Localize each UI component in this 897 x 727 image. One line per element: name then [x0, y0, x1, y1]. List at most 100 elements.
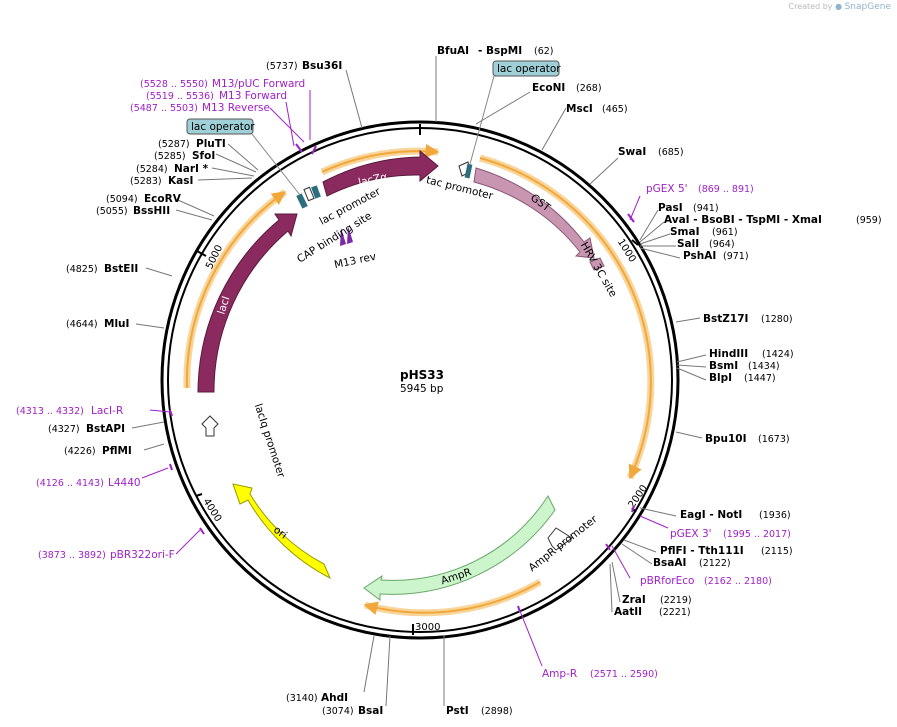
- backbone-outer: [160, 120, 680, 640]
- lac-operator-1-label: lac operator: [497, 63, 561, 75]
- primer-pbr322ori-pos: (3873 .. 3892): [38, 550, 106, 561]
- site-bsmi[interactable]: BsmI: [709, 360, 738, 372]
- site-ecorv[interactable]: EcoRV: [144, 193, 182, 205]
- credit-prefix: Created by: [788, 2, 833, 11]
- lac-operator-2-box[interactable]: [186, 118, 254, 135]
- site-bstz17i-pos: (1280): [761, 314, 793, 325]
- site-pasi-pos: (941): [693, 203, 719, 214]
- primer-ampr[interactable]: Amp-R: [542, 668, 577, 680]
- lac-operator-1-mark[interactable]: [464, 163, 473, 179]
- site-msci-pos: (465): [602, 104, 628, 115]
- plasmid-size: 5945 bp: [400, 383, 444, 395]
- site-smai[interactable]: SmaI: [670, 226, 700, 238]
- ampr-feature[interactable]: [363, 494, 556, 601]
- lacza-feature[interactable]: [322, 149, 439, 197]
- site-sfoi-pos: (5285): [154, 151, 186, 162]
- site-zrai[interactable]: ZraI: [622, 594, 646, 606]
- lac-promoter-mark[interactable]: [303, 186, 315, 202]
- site-bfuai[interactable]: BfuAI: [437, 45, 469, 57]
- site-bspmi[interactable]: - BspMI: [478, 45, 522, 57]
- site-bstapi[interactable]: BstAPI: [86, 423, 125, 435]
- site-bsu36i[interactable]: Bsu36I: [302, 60, 342, 72]
- snapgene-logo-icon: ●: [835, 2, 843, 11]
- site-aatii-pos: (2221): [659, 607, 691, 618]
- ori-feature[interactable]: [232, 483, 332, 580]
- site-swai[interactable]: SwaI: [618, 146, 646, 158]
- site-blpi-pos: (1447): [744, 373, 776, 384]
- site-pflfi-pos: (2115): [761, 546, 793, 557]
- primer-m13puc-pos: (5528 .. 5550): [140, 79, 208, 90]
- site-bstz17i[interactable]: BstZ17I: [703, 313, 748, 325]
- laci-feature[interactable]: [197, 213, 298, 393]
- site-blpi[interactable]: BlpI: [709, 372, 732, 384]
- primer-m13puc[interactable]: M13/pUC Forward: [212, 78, 305, 90]
- primer-m13fwd[interactable]: M13 Forward: [219, 90, 287, 102]
- site-aatii[interactable]: AatII: [614, 606, 642, 618]
- primer-pgex5-pos: (869 .. 891): [698, 184, 754, 195]
- primer-pbr322ori[interactable]: pBR322ori-F: [110, 549, 175, 561]
- site-pluti[interactable]: PluTI: [196, 138, 226, 150]
- m13rev-label: M13 rev: [333, 251, 377, 272]
- hrv3c-feature[interactable]: [589, 257, 605, 271]
- site-eagi[interactable]: EagI - NotI: [680, 509, 742, 521]
- site-kasi[interactable]: KasI: [168, 175, 193, 187]
- orf-arcs: [183, 143, 655, 617]
- site-bsu36i-pos: (5737): [266, 61, 298, 72]
- site-pshai[interactable]: PshAI: [683, 250, 716, 262]
- site-bpu10i[interactable]: Bpu10I: [705, 433, 747, 445]
- site-pflfi[interactable]: PflFI - Tth111I: [660, 545, 744, 557]
- primer-lacir-pos: (4313 .. 4332): [16, 406, 84, 417]
- primer-marks: [141, 90, 669, 667]
- site-nari-pos: (5284): [136, 164, 168, 175]
- site-bstapi-pos: (4327): [48, 424, 80, 435]
- ampr-promoter-feature[interactable]: [547, 527, 573, 551]
- cap-site-mark[interactable]: [311, 185, 321, 199]
- site-econi[interactable]: EcoNI: [532, 82, 565, 94]
- site-msci[interactable]: MscI: [566, 103, 593, 115]
- site-sali[interactable]: SalI: [677, 238, 699, 250]
- site-econi-pos: (268): [576, 83, 602, 94]
- primer-m13rev[interactable]: M13 Reverse: [202, 102, 270, 114]
- lacza-label: lacZα: [357, 171, 388, 189]
- site-psti[interactable]: PstI: [446, 705, 469, 717]
- site-bsshii-pos: (5055): [96, 206, 128, 217]
- credit: Created by ● SnapGene: [789, 2, 892, 12]
- site-mlui-pos: (4644): [66, 319, 98, 330]
- primer-l4440[interactable]: L4440: [108, 477, 141, 489]
- site-psti-pos: (2898): [481, 706, 513, 717]
- site-leaders: [131, 56, 707, 707]
- laci-label: lacI: [215, 295, 232, 316]
- primer-pgex5[interactable]: pGEX 5': [646, 183, 688, 195]
- plasmid-name: pHS33: [400, 368, 444, 382]
- site-sfoi[interactable]: SfoI: [192, 150, 215, 162]
- primer-pgex3[interactable]: pGEX 3': [670, 528, 712, 540]
- site-eagi-pos: (1936): [759, 510, 791, 521]
- gst-feature[interactable]: [473, 167, 595, 259]
- site-pasi[interactable]: PasI: [658, 202, 683, 214]
- site-hindiii[interactable]: HindIII: [709, 348, 748, 360]
- site-bsteii[interactable]: BstEII: [104, 263, 138, 275]
- primer-ampr-pos: (2571 .. 2590): [590, 669, 658, 680]
- site-nari[interactable]: NarI *: [174, 163, 209, 175]
- lac-operator-2-mark[interactable]: [296, 193, 308, 209]
- site-ahdi[interactable]: AhdI: [321, 692, 348, 704]
- m13rev-feature[interactable]: [340, 226, 353, 246]
- site-bsai[interactable]: BsaI: [358, 705, 383, 717]
- site-bsshii[interactable]: BssHII: [133, 205, 170, 217]
- site-avai[interactable]: AvaI - BsoBI - TspMI - XmaI: [664, 214, 822, 226]
- site-mlui[interactable]: MluI: [104, 318, 129, 330]
- laciq-promoter-feature[interactable]: [201, 415, 219, 437]
- lac-operator-2-label: lac operator: [191, 121, 255, 133]
- primer-m13fwd-pos: (5519 .. 5536): [146, 91, 214, 102]
- site-bsteii-pos: (4825): [66, 264, 98, 275]
- tick-marks: [195, 124, 639, 635]
- lac-operator-1-box[interactable]: [492, 60, 560, 77]
- site-hindiii-pos: (1424): [762, 349, 794, 360]
- site-pflmi[interactable]: PflMI: [102, 445, 132, 457]
- site-pflmi-pos: (4226): [64, 446, 96, 457]
- site-bsmi-pos: (1434): [748, 361, 780, 372]
- site-bsaai[interactable]: BsaAI: [653, 557, 686, 569]
- primer-pbrforeco[interactable]: pBRforEco: [640, 575, 694, 587]
- primer-lacir[interactable]: LacI-R: [91, 405, 123, 417]
